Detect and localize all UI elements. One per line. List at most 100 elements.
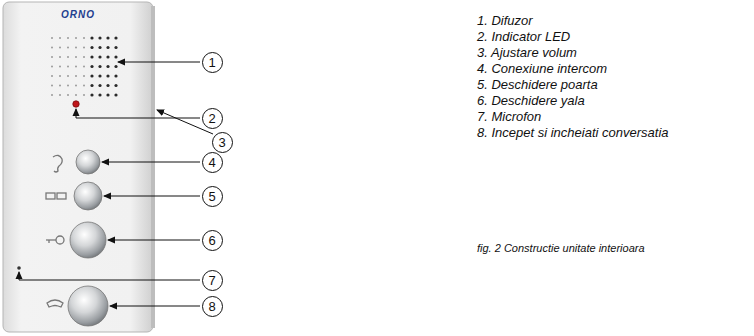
grille-hole xyxy=(90,55,93,58)
grille-hole xyxy=(75,94,77,96)
part-name: 5. Deschidere poarta xyxy=(477,77,598,93)
grille-hole xyxy=(51,56,53,58)
grille-hole xyxy=(106,55,109,58)
grille-hole xyxy=(83,47,85,49)
grille-hole xyxy=(98,46,101,49)
grille-hole xyxy=(90,93,93,96)
grille-hole xyxy=(59,85,61,87)
handset-icon xyxy=(47,300,63,307)
callout-number: 3 xyxy=(218,136,225,149)
callout-number: 6 xyxy=(208,234,215,247)
logo-text: ORNO xyxy=(58,9,98,20)
gate-icon xyxy=(46,193,66,199)
led xyxy=(73,101,79,107)
leader-lines xyxy=(19,62,213,306)
callout-number: 5 xyxy=(208,190,215,203)
grille-hole xyxy=(67,85,69,87)
grille-hole xyxy=(114,74,117,77)
grille-hole xyxy=(67,56,69,58)
part-name: 3. Ajustare volum xyxy=(477,45,577,61)
part-name: 1. Difuzor xyxy=(477,13,533,29)
grille-hole xyxy=(67,66,69,68)
grille-hole xyxy=(67,47,69,49)
button xyxy=(76,150,100,174)
callout-circle: 2 xyxy=(202,108,223,129)
grille-hole xyxy=(51,75,53,77)
grille-hole xyxy=(83,75,85,77)
grille-hole xyxy=(106,84,109,87)
grille-hole xyxy=(90,65,93,68)
grille-hole xyxy=(114,46,117,49)
part-name: 7. Microfon xyxy=(477,109,541,125)
grille-hole xyxy=(106,74,109,77)
grille-hole xyxy=(90,74,93,77)
housing xyxy=(3,2,153,332)
callout-circle: 7 xyxy=(202,270,223,291)
part-name: 8. Incepet si incheiati conversatia xyxy=(477,125,669,141)
grille-hole xyxy=(75,85,77,87)
callout-circle: 1 xyxy=(202,52,223,73)
grille-hole xyxy=(106,36,109,39)
grille-hole xyxy=(106,93,109,96)
grille-hole xyxy=(75,56,77,58)
grille-hole xyxy=(51,94,53,96)
grille-hole xyxy=(75,75,77,77)
grille-hole xyxy=(59,94,61,96)
grille-hole xyxy=(114,93,117,96)
grille-hole xyxy=(90,84,93,87)
grille-hole xyxy=(59,37,61,39)
grille-hole xyxy=(83,37,85,39)
grille-hole xyxy=(75,37,77,39)
grille-hole xyxy=(114,36,117,39)
button xyxy=(68,286,108,326)
grille-hole xyxy=(67,75,69,77)
grille-hole xyxy=(106,65,109,68)
part-name: 2. Indicator LED xyxy=(477,29,570,45)
callout-number: 7 xyxy=(208,274,215,287)
grille-hole xyxy=(98,93,101,96)
callout-number: 4 xyxy=(208,156,215,169)
grille-hole xyxy=(98,74,101,77)
speaker-grille xyxy=(51,36,118,96)
callout-number: 2 xyxy=(208,112,215,125)
grille-hole xyxy=(51,85,53,87)
callout-number: 1 xyxy=(208,56,215,69)
grille-hole xyxy=(59,56,61,58)
grille-hole xyxy=(51,66,53,68)
callout-circle: 3 xyxy=(212,132,233,153)
grille-hole xyxy=(67,37,69,39)
grille-hole xyxy=(114,55,117,58)
grille-hole xyxy=(83,94,85,96)
part-name: 6. Deschidere yala xyxy=(477,93,585,109)
grille-hole xyxy=(98,55,101,58)
grille-hole xyxy=(98,84,101,87)
callout-circle: 5 xyxy=(202,186,223,207)
grille-hole xyxy=(75,47,77,49)
figure-caption: fig. 2 Constructie unitate interioara xyxy=(477,242,645,254)
grille-hole xyxy=(114,65,117,68)
button xyxy=(70,222,106,258)
callout-circle: 4 xyxy=(202,152,223,173)
grille-hole xyxy=(83,56,85,58)
grille-hole xyxy=(83,66,85,68)
ear-icon xyxy=(53,155,62,172)
grille-hole xyxy=(75,66,77,68)
grille-hole xyxy=(90,46,93,49)
button xyxy=(74,182,102,210)
grille-hole xyxy=(51,47,53,49)
grille-hole xyxy=(59,75,61,77)
key-icon xyxy=(46,236,64,244)
grille-hole xyxy=(67,94,69,96)
grille-hole xyxy=(114,84,117,87)
callout-circle: 8 xyxy=(202,296,223,317)
microphone-hole xyxy=(17,266,21,270)
grille-hole xyxy=(98,36,101,39)
grille-hole xyxy=(59,47,61,49)
grille-hole xyxy=(106,46,109,49)
grille-hole xyxy=(83,85,85,87)
callout-circle: 6 xyxy=(202,230,223,251)
part-name: 4. Conexiune intercom xyxy=(477,61,607,77)
callout-number: 8 xyxy=(208,300,215,313)
